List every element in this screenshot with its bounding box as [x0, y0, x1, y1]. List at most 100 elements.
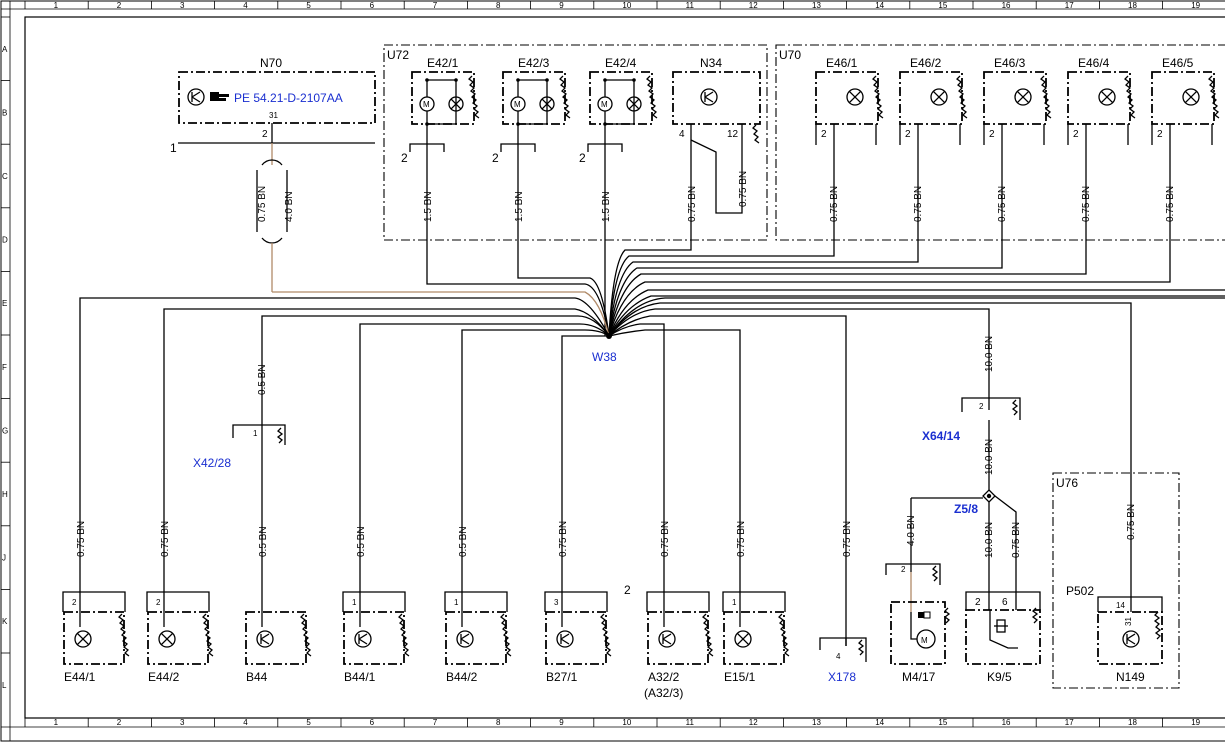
m417-label[interactable]: M4/17 [902, 670, 936, 684]
component-label[interactable]: E46/3 [994, 56, 1026, 70]
lamp-icon [734, 630, 752, 648]
grid-col-label-top: 17 [1065, 1, 1074, 10]
grid-col-label-bottom: 9 [559, 718, 564, 727]
component-label[interactable]: B44/2 [446, 670, 478, 684]
grid-row-label: J [2, 554, 6, 563]
x64-connector: 2 X64/14 [922, 397, 1021, 443]
transistor-icon [354, 630, 372, 648]
k95-wire-a: 10.0 BN [984, 522, 995, 558]
z58-label[interactable]: Z5/8 [954, 502, 978, 516]
component-label[interactable]: E42/3 [518, 56, 550, 70]
w38-label[interactable]: W38 [592, 350, 617, 364]
component-label[interactable]: B27/1 [546, 670, 578, 684]
component-label[interactable]: E44/2 [148, 670, 180, 684]
k95-label[interactable]: K9/5 [987, 670, 1012, 684]
n70-pin: 2 [262, 129, 268, 140]
n70-reference-link[interactable]: PE 54.21-D-2107AA [234, 91, 343, 105]
pin-label: 1 [732, 598, 737, 607]
component-label[interactable]: B44/1 [344, 670, 376, 684]
component-label[interactable]: E46/5 [1162, 56, 1194, 70]
k95-wire-b: 0.75 BN [1011, 522, 1022, 558]
x42-label[interactable]: X42/28 [193, 456, 231, 470]
n70-line-ref: 1 [170, 141, 177, 155]
harness-wire [608, 295, 1225, 337]
motor-icon: M [910, 611, 936, 649]
grid-col-label-top: 6 [370, 1, 375, 10]
lamp-icon [74, 630, 92, 648]
shield-mark [500, 613, 512, 657]
component-label[interactable]: E15/1 [724, 670, 756, 684]
pin-label: 2 [579, 151, 586, 165]
grid-col-label-top: 1 [54, 1, 59, 10]
component-label[interactable]: E46/4 [1078, 56, 1110, 70]
x64-pin: 2 [979, 402, 984, 411]
grid-col-label-top: 16 [1002, 1, 1011, 10]
wire-label: 1.5 BN [514, 191, 525, 222]
svg-text:M: M [423, 100, 430, 109]
wire-label: 0.75 BN [997, 186, 1008, 222]
grid-col-label-top: 15 [938, 1, 947, 10]
grid-col-label-top: 10 [622, 1, 631, 10]
w38-splice: W38 [592, 333, 617, 364]
wire-label: 0.75 BN [687, 186, 698, 222]
component-e46-3: E46/320.75 BN [983, 56, 1052, 250]
grid-col-label-bottom: 19 [1191, 718, 1200, 727]
grid-col-label-top: 8 [496, 1, 501, 10]
component-label[interactable]: A32/2 [648, 670, 680, 684]
component-label[interactable]: E42/4 [605, 56, 637, 70]
shield-mark [118, 613, 130, 657]
harness-wire [461, 329, 610, 604]
component-label[interactable]: N34 [700, 56, 722, 70]
n70-wire-b: 4.0 BN [284, 191, 295, 222]
grid-row-label: A [2, 45, 8, 54]
harness-wire [426, 270, 610, 337]
wire-label: 0.75 BN [738, 171, 749, 207]
grid-col-label-bottom: 2 [117, 718, 122, 727]
grid-col-label-top: 13 [812, 1, 821, 10]
grid-col-label-bottom: 12 [749, 718, 758, 727]
component-label[interactable]: B44 [246, 670, 268, 684]
wire-label: 0.75 BN [558, 521, 569, 557]
grid-col-label-bottom: 3 [180, 718, 185, 727]
harness-wire [608, 308, 990, 398]
group-u70-label: U70 [779, 48, 801, 62]
x64-label[interactable]: X64/14 [922, 429, 960, 443]
grid-col-label-bottom: 17 [1065, 718, 1074, 727]
component-label[interactable]: E42/1 [427, 56, 459, 70]
harness-wire [608, 250, 1087, 337]
harness-wire [608, 250, 835, 337]
grid-col-label-top: 4 [243, 1, 248, 10]
pin-label: 2 [401, 151, 408, 165]
shield-mark [752, 124, 760, 144]
grid-col-label-bottom: 4 [243, 718, 248, 727]
component-label[interactable]: E46/1 [826, 56, 858, 70]
lamp-icon [930, 88, 948, 106]
m417-component: 2 4.0 BN M M4/17 [885, 498, 951, 684]
grid-col-label-top: 18 [1128, 1, 1137, 10]
component-label[interactable]: E46/2 [910, 56, 942, 70]
grid-row-label: C [2, 172, 8, 181]
motor-icon: M [510, 96, 526, 112]
grid-col-label-bottom: 6 [370, 718, 375, 727]
pin-label: 2 [72, 598, 77, 607]
svg-text:M: M [601, 100, 608, 109]
grid-row-label: G [2, 426, 8, 435]
n70-component: N70 PE 54.21-D-2107AA 31 2 1 0.75 BN 4.0… [170, 56, 376, 292]
k95-component: 10.0 BN 0.75 BN 2 6 K9/5 [911, 420, 1041, 684]
pin-label: 2 [156, 598, 161, 607]
component-label[interactable]: E44/1 [64, 670, 96, 684]
wire-label: 0.5 BN [458, 526, 469, 557]
x178-label[interactable]: X178 [828, 670, 856, 684]
m417-wire: 4.0 BN [906, 515, 917, 546]
grid-col-label-bottom: 1 [54, 718, 59, 727]
pin-label: 2 [1157, 129, 1163, 140]
grid-row-label: B [2, 108, 7, 117]
n149-label[interactable]: N149 [1116, 670, 1145, 684]
grid-col-label-bottom: 16 [1002, 718, 1011, 727]
